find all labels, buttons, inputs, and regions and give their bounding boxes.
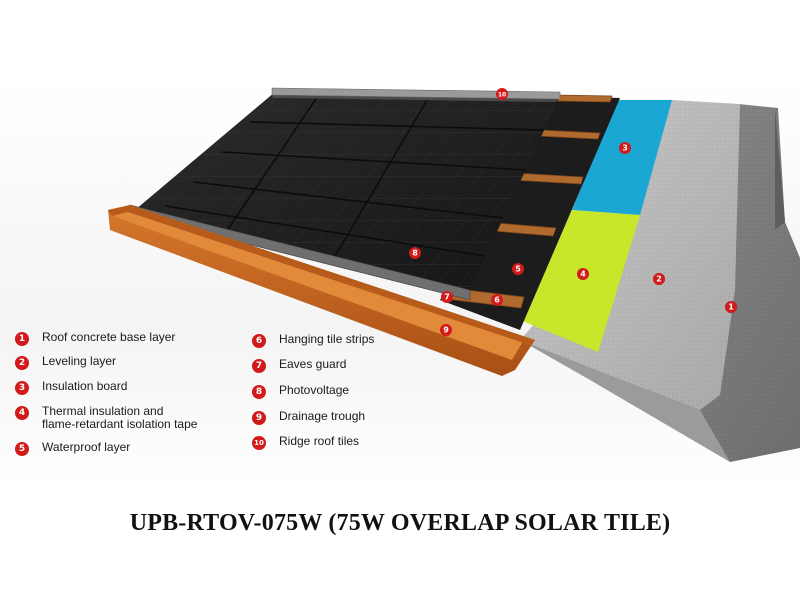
legend-number: 6 bbox=[252, 334, 266, 348]
legend-item-8: 8 Photovoltage bbox=[252, 384, 349, 399]
legend-number: 4 bbox=[15, 406, 29, 420]
legend-label: Eaves guard bbox=[279, 357, 347, 371]
legend-label: Ridge roof tiles bbox=[279, 434, 360, 448]
callout-marker-1: 1 bbox=[725, 301, 737, 313]
legend-label: Thermal insulation and flame-retardant i… bbox=[42, 404, 198, 431]
thermal-isolation-tape bbox=[520, 210, 640, 352]
legend-label: Drainage trough bbox=[279, 409, 366, 423]
svg-text:3: 3 bbox=[622, 144, 628, 153]
ridge-roof-tiles bbox=[271, 87, 561, 100]
svg-text:2: 2 bbox=[656, 275, 662, 284]
svg-text:9: 9 bbox=[443, 326, 449, 335]
svg-text:6: 6 bbox=[494, 296, 500, 305]
marker-layer: 1 2 3 4 5 6 7 8 9 10 bbox=[409, 88, 737, 336]
svg-text:4: 4 bbox=[580, 270, 586, 279]
waterproof-layer bbox=[440, 96, 620, 330]
legend-label: Insulation board bbox=[42, 379, 128, 393]
legend-label: Hanging tile strips bbox=[279, 332, 375, 346]
legend-item-9: 9 Drainage trough bbox=[252, 410, 365, 425]
legend-item-10: 10 Ridge roof tiles bbox=[252, 435, 359, 450]
callout-marker-10: 10 bbox=[496, 88, 508, 100]
legend-item-4: 4 Thermal insulation and flame-retardant… bbox=[15, 405, 197, 431]
legend-number: 1 bbox=[15, 332, 29, 346]
page-title: UPB-RTOV-075W (75W OVERLAP SOLAR TILE) bbox=[129, 510, 671, 536]
legend-number: 7 bbox=[252, 359, 266, 373]
legend-number: 3 bbox=[15, 381, 29, 395]
callout-marker-2: 2 bbox=[653, 273, 665, 285]
legend-item-5: 5 Waterproof layer bbox=[15, 441, 130, 456]
legend-label: Leveling layer bbox=[42, 354, 117, 368]
callout-marker-6: 6 bbox=[491, 294, 503, 306]
legend-number: 8 bbox=[252, 385, 266, 399]
insulation-board bbox=[572, 100, 672, 215]
legend-label: Roof concrete base layer bbox=[42, 330, 176, 344]
callout-marker-4: 4 bbox=[577, 268, 589, 280]
legend-item-6: 6 Hanging tile strips bbox=[252, 333, 374, 348]
legend-item-2: 2 Leveling layer bbox=[15, 355, 116, 370]
svg-text:5: 5 bbox=[515, 265, 521, 274]
callout-marker-8: 8 bbox=[409, 247, 421, 259]
svg-text:8: 8 bbox=[412, 249, 418, 258]
callout-marker-3: 3 bbox=[619, 142, 631, 154]
legend-number: 10 bbox=[252, 436, 266, 450]
drainage-trough bbox=[108, 205, 535, 376]
legend-item-7: 7 Eaves guard bbox=[252, 358, 346, 373]
legend-item-1: 1 Roof concrete base layer bbox=[15, 331, 175, 346]
legend-number: 9 bbox=[252, 411, 266, 425]
legend-item-3: 3 Insulation board bbox=[15, 380, 127, 395]
callout-marker-9: 9 bbox=[440, 324, 452, 336]
svg-text:7: 7 bbox=[444, 293, 450, 302]
callout-marker-7: 7 bbox=[441, 291, 453, 303]
svg-text:10: 10 bbox=[498, 92, 506, 99]
legend-number: 2 bbox=[15, 356, 29, 370]
svg-text:1: 1 bbox=[728, 303, 734, 312]
callout-marker-5: 5 bbox=[512, 263, 524, 275]
legend-number: 5 bbox=[15, 442, 29, 456]
legend-label: Waterproof layer bbox=[42, 440, 131, 454]
legend-label: Photovoltage bbox=[279, 383, 350, 397]
